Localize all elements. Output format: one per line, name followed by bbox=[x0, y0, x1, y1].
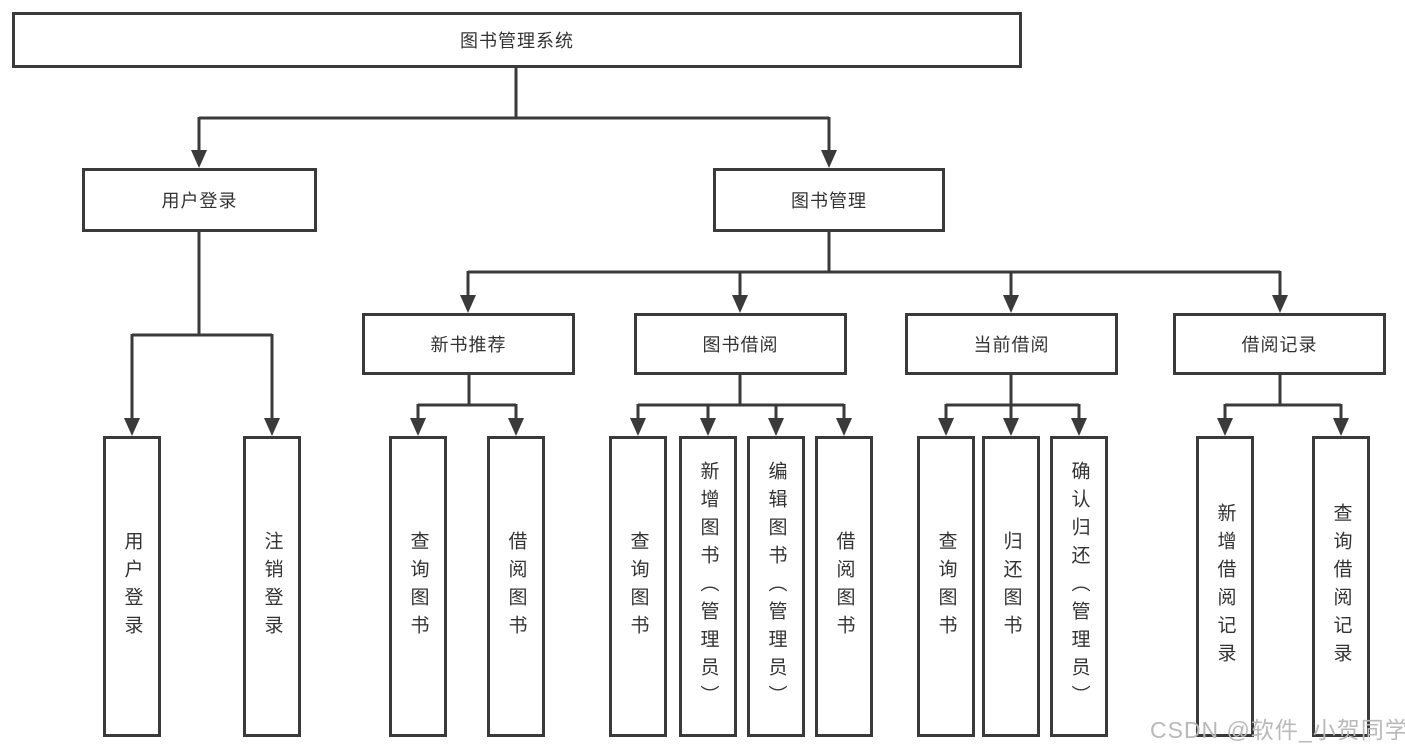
node-borrowing-add-books-admin: 新增图书（管理员） bbox=[679, 436, 737, 737]
node-current-borrowing: 当前借阅 bbox=[905, 313, 1118, 375]
node-records-add-record: 新增借阅记录 bbox=[1196, 436, 1254, 737]
csdn-watermark: CSDN @软件_小贺同学 bbox=[1150, 717, 1405, 743]
node-user-login-action: 用户登录 bbox=[103, 436, 161, 737]
node-book-borrowing: 图书借阅 bbox=[634, 313, 847, 375]
node-current-query-books: 查询图书 bbox=[917, 436, 975, 737]
node-borrowing-edit-books-admin: 编辑图书（管理员） bbox=[747, 436, 805, 737]
node-newbook-borrow-books: 借阅图书 bbox=[487, 436, 545, 737]
node-library-management-system: 图书管理系统 bbox=[12, 12, 1022, 68]
node-borrowing-query-books: 查询图书 bbox=[609, 436, 667, 737]
node-new-book-recommendation: 新书推荐 bbox=[362, 313, 575, 375]
node-borrowing-records: 借阅记录 bbox=[1173, 313, 1386, 375]
node-current-confirm-return-admin: 确认归还（管理员） bbox=[1050, 436, 1108, 737]
node-current-return-books: 归还图书 bbox=[982, 436, 1040, 737]
node-newbook-query-books: 查询图书 bbox=[389, 436, 447, 737]
node-user-login: 用户登录 bbox=[82, 168, 317, 232]
node-book-management: 图书管理 bbox=[713, 168, 945, 232]
node-logout-action: 注销登录 bbox=[243, 436, 301, 737]
node-records-query-record: 查询借阅记录 bbox=[1312, 436, 1370, 737]
node-borrowing-borrow-books: 借阅图书 bbox=[815, 436, 873, 737]
